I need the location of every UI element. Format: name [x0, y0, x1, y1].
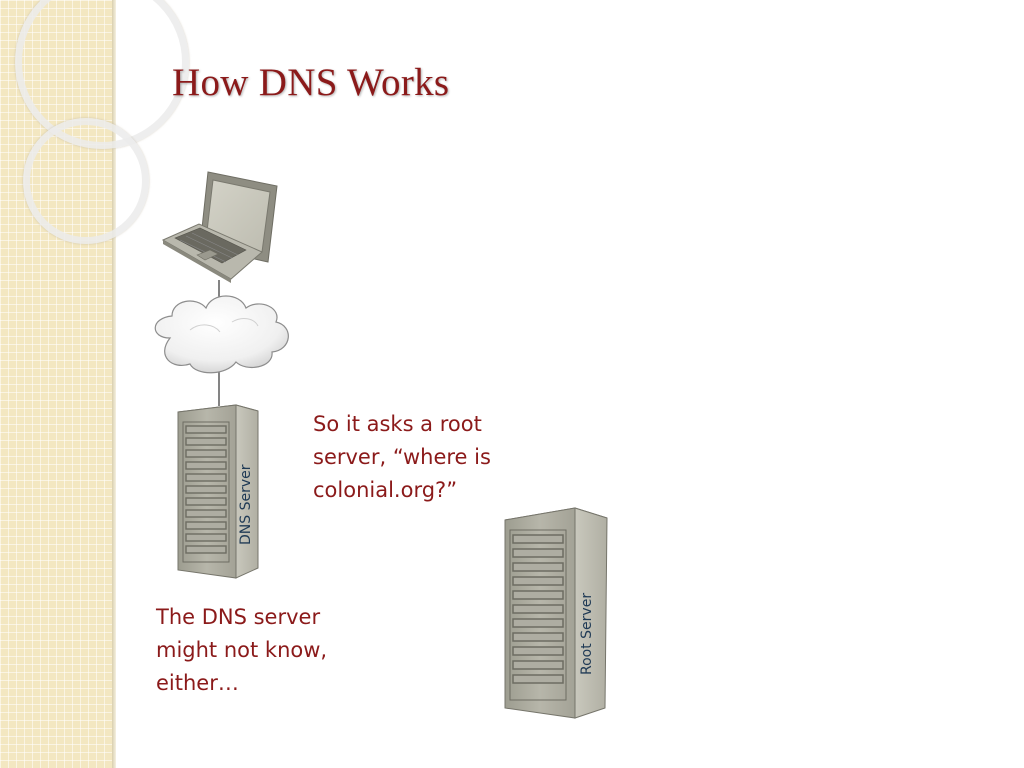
internet-cloud-icon: [154, 295, 289, 374]
decorative-ring-bottom: [23, 118, 149, 244]
sidebar-edge: [112, 0, 116, 768]
root-server-label: Root Server: [579, 593, 595, 675]
slide-title: How DNS Works: [172, 61, 450, 104]
root-server-caption: So it asks a root server, “where is colo…: [313, 412, 491, 502]
dns-server-label: DNS Server: [238, 464, 254, 545]
dns-server-icon: DNS Server: [177, 404, 259, 579]
dns-server-caption: The DNS server might not know, either…: [156, 605, 328, 695]
root-server-icon: Root Server: [504, 507, 608, 719]
laptop-icon: [161, 171, 278, 283]
